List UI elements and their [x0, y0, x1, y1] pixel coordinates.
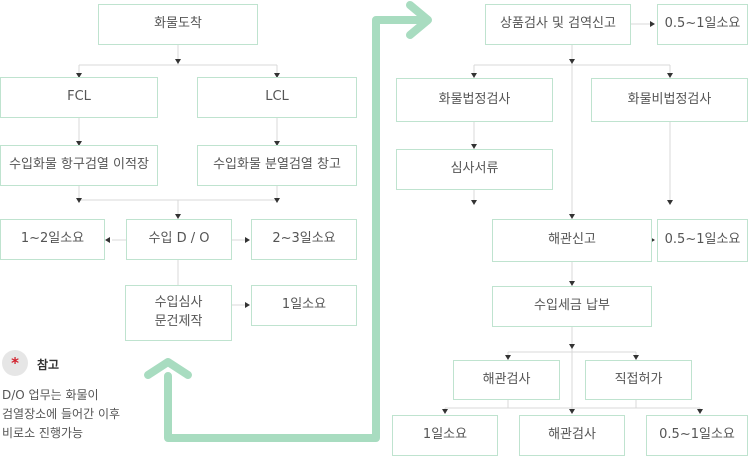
arrowhead	[175, 214, 181, 219]
arrowhead	[569, 409, 575, 414]
review-docs-box: 심사서류	[396, 149, 553, 190]
note-line-2: 검열장소에 들어간 이후	[2, 407, 121, 421]
doc-time-box: 1일소요	[251, 285, 357, 326]
import-document-line1: 수입심사	[154, 295, 203, 311]
goods-inspection-box: 상품검사 및 검역신고	[485, 4, 631, 45]
arrowhead	[442, 409, 448, 414]
customs-time-box: 0.5~1일소요	[657, 219, 748, 262]
tax-payment-box: 수입세금 납부	[492, 286, 652, 327]
arrowhead	[471, 200, 477, 205]
note-body: D/O 업무는 화물이 검열장소에 들어간 이후 비로소 진행가능	[2, 386, 120, 443]
arrowhead	[650, 21, 655, 27]
customs-check-box: 해관검사	[453, 360, 560, 400]
arrowhead	[697, 409, 703, 414]
big-arrow-head-right	[406, 1, 432, 39]
arrowhead	[274, 73, 280, 78]
arrowhead	[76, 141, 82, 146]
legal-inspection-box: 화물법정검사	[396, 78, 553, 122]
arrowhead	[245, 302, 250, 308]
arrowhead	[505, 355, 511, 360]
arrowhead	[667, 200, 673, 205]
arrowhead	[175, 59, 181, 64]
cargo-arrival-box: 화물도착	[98, 4, 258, 45]
arrowhead	[569, 281, 575, 286]
non-legal-inspection-box: 화물비법정검사	[591, 78, 748, 122]
big-flow-arrow	[164, 16, 428, 442]
final-customs-check-box: 해관검사	[519, 415, 625, 456]
arrowhead	[76, 198, 82, 203]
customs-declaration-box: 해관신고	[492, 219, 652, 262]
arrowhead	[569, 214, 575, 219]
do-right-time-box: 2~3일소요	[251, 219, 357, 260]
big-arrow-head-up	[144, 358, 192, 379]
lcl-storage-box: 수입화물 분열검열 창고	[197, 145, 357, 186]
do-left-time-box: 1~2일소요	[0, 219, 105, 260]
arrowhead	[633, 355, 639, 360]
arrowhead	[274, 198, 280, 203]
lcl-box: LCL	[197, 77, 357, 118]
goods-time-box: 0.5~1일소요	[657, 4, 748, 45]
thin-connectors	[78, 23, 701, 413]
arrowhead	[471, 73, 477, 78]
final-time-2-box: 0.5~1일소요	[646, 415, 748, 456]
import-do-box: 수입 D / O	[126, 219, 232, 260]
fcl-storage-box: 수입화물 항구검열 이적장	[0, 145, 158, 186]
arrowheads	[76, 21, 703, 414]
arrowhead	[274, 141, 280, 146]
final-time-1-box: 1일소요	[392, 415, 498, 456]
arrowhead	[569, 59, 575, 64]
direct-release-box: 직접허가	[585, 360, 692, 400]
arrowhead	[105, 237, 110, 243]
note-star-icon: *	[2, 350, 28, 376]
fcl-box: FCL	[0, 77, 158, 118]
note-title: 참고	[37, 358, 60, 372]
arrowhead	[667, 73, 673, 78]
note-line-3: 비로소 진행가능	[2, 426, 84, 440]
arrowhead	[76, 73, 82, 78]
arrowhead	[471, 144, 477, 149]
import-document-box: 수입심사 문건제작	[125, 285, 232, 341]
import-document-line2: 문건제작	[154, 314, 203, 329]
note-line-1: D/O 업무는 화물이	[2, 388, 99, 402]
arrowhead	[569, 344, 575, 349]
arrowhead	[245, 237, 250, 243]
